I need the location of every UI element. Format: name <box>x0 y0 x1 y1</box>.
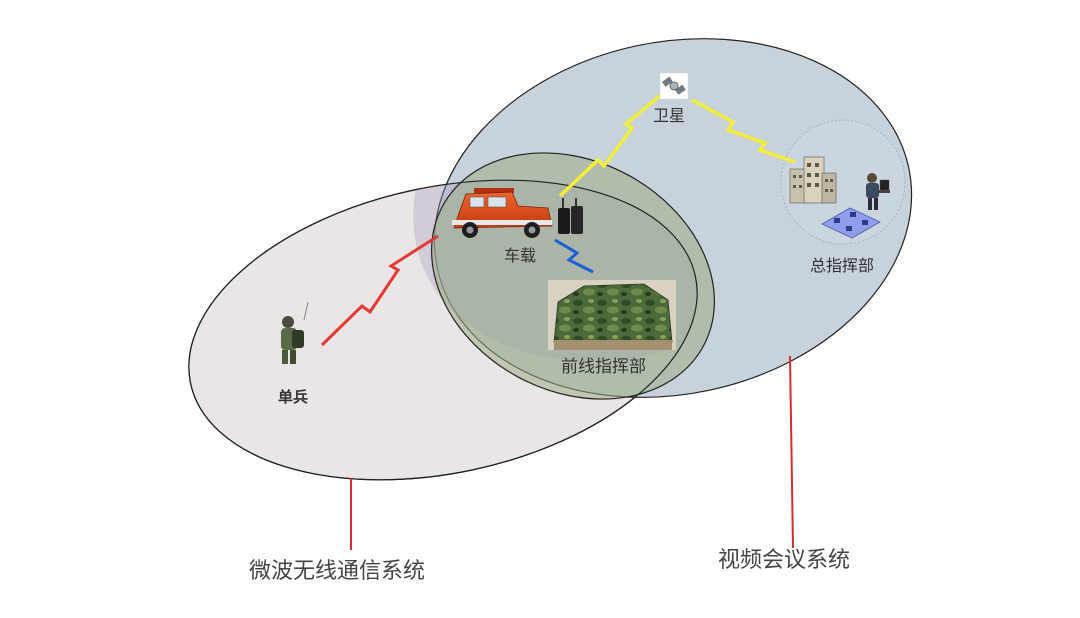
operator-icon <box>866 173 890 210</box>
microwave-outline <box>188 179 698 481</box>
blue-link-vehicle-frontline <box>554 238 594 274</box>
yellow-link-vehicle-satellite <box>558 92 664 198</box>
radio-equipment-icon <box>558 198 583 234</box>
satellite-label: 卫星 <box>653 106 685 125</box>
video-callout-line <box>789 355 794 549</box>
yellow-link-satellite-hq <box>691 98 796 164</box>
hq-network-circle <box>780 119 906 245</box>
red-link-soldier-vehicle <box>320 234 439 347</box>
soldier-label: 单兵 <box>278 388 308 406</box>
frontline-hq-label: 前线指挥部 <box>561 357 646 377</box>
satellite-icon <box>659 72 689 100</box>
jeep-icon <box>452 188 553 238</box>
soldier-icon <box>281 301 309 364</box>
vehicle-label: 车载 <box>504 246 536 265</box>
tent-icon <box>548 280 676 350</box>
video-conference-system-caption: 视频会议系统 <box>718 548 850 573</box>
network-icon <box>821 207 881 239</box>
building-icon <box>789 156 837 204</box>
general-hq-label: 总指挥部 <box>810 256 874 275</box>
microwave-system-caption: 微波无线通信系统 <box>249 559 425 584</box>
